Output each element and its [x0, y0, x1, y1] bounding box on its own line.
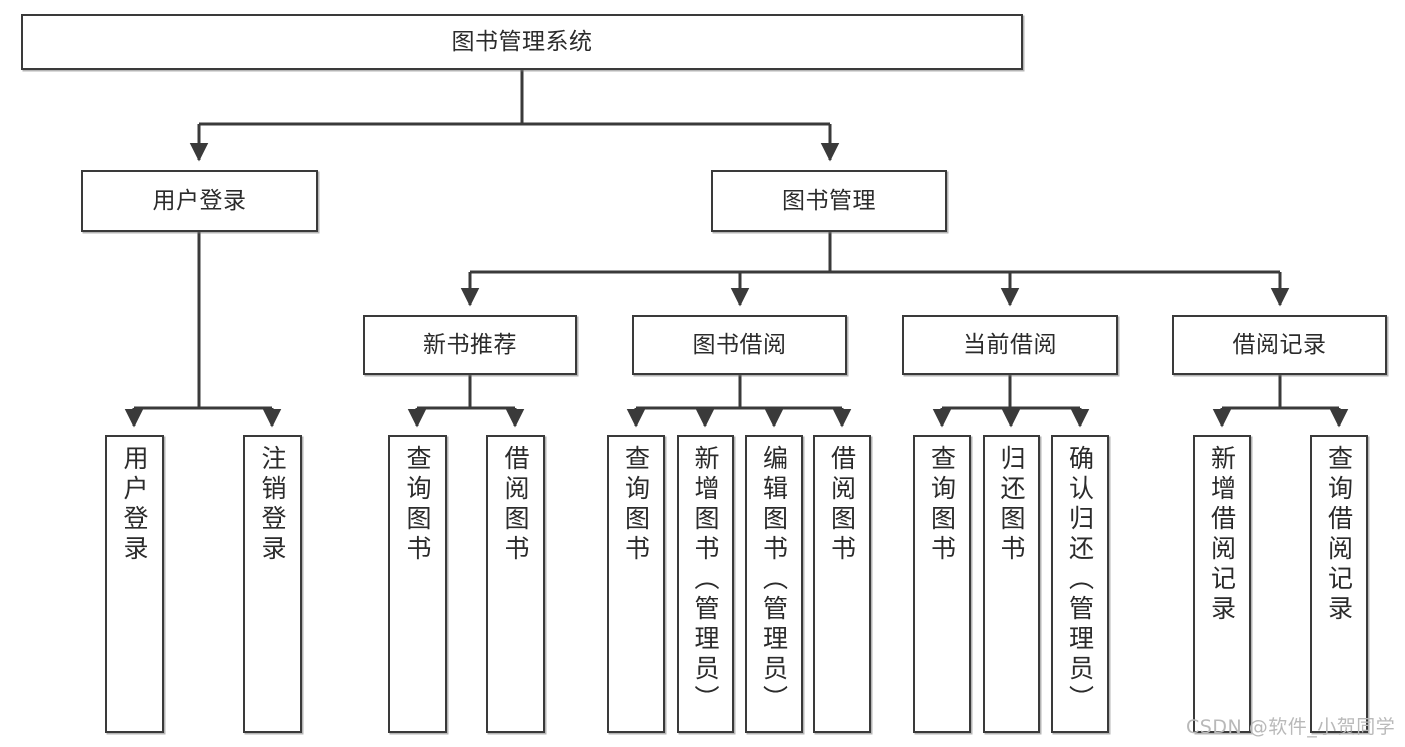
leaf-confirm-return-admin-label: 确认归还（管理员） — [1065, 445, 1095, 715]
node-borrow-record-label: 借阅记录 — [1232, 331, 1327, 358]
node-book-borrow-label: 图书借阅 — [692, 331, 787, 358]
node-current-borrow-label: 当前借阅 — [963, 331, 1057, 358]
leaf-add-book-admin[interactable]: 新增图书（管理员） — [677, 435, 734, 733]
leaf-user-login[interactable]: 用户登录 — [105, 435, 164, 733]
leaf-logout[interactable]: 注销登录 — [243, 435, 302, 733]
leaf-logout-label: 注销登录 — [258, 445, 287, 565]
node-new-book-recommend[interactable]: 新书推荐 — [363, 315, 577, 375]
node-user-login-label: 用户登录 — [152, 187, 247, 214]
leaf-query-borrow-record[interactable]: 查询借阅记录 — [1310, 435, 1368, 733]
leaf-query-book-current[interactable]: 查询图书 — [913, 435, 971, 733]
node-borrow-record[interactable]: 借阅记录 — [1172, 315, 1387, 375]
node-book-borrow[interactable]: 图书借阅 — [632, 315, 847, 375]
leaf-query-book-borrow-label: 查询图书 — [621, 445, 651, 565]
node-root[interactable]: 图书管理系统 — [21, 14, 1023, 70]
node-root-label: 图书管理系统 — [451, 28, 593, 55]
node-book-management[interactable]: 图书管理 — [711, 170, 947, 232]
leaf-borrow-book[interactable]: 借阅图书 — [813, 435, 871, 733]
leaf-borrow-book-recommend-label: 借阅图书 — [501, 445, 530, 565]
node-current-borrow[interactable]: 当前借阅 — [902, 315, 1118, 375]
leaf-borrow-book-label: 借阅图书 — [827, 445, 857, 565]
leaf-query-book-recommend-label: 查询图书 — [403, 445, 432, 565]
leaf-query-borrow-record-label: 查询借阅记录 — [1324, 445, 1354, 625]
leaf-edit-book-admin-label: 编辑图书（管理员） — [759, 445, 789, 715]
leaf-query-book-current-label: 查询图书 — [927, 445, 957, 565]
leaf-query-book-borrow[interactable]: 查询图书 — [607, 435, 665, 733]
leaf-add-borrow-record[interactable]: 新增借阅记录 — [1193, 435, 1251, 733]
node-user-login[interactable]: 用户登录 — [81, 170, 318, 232]
leaf-add-book-admin-label: 新增图书（管理员） — [691, 445, 720, 715]
leaf-borrow-book-recommend[interactable]: 借阅图书 — [486, 435, 545, 733]
leaf-edit-book-admin[interactable]: 编辑图书（管理员） — [745, 435, 803, 733]
node-new-book-recommend-label: 新书推荐 — [423, 331, 517, 358]
leaf-return-book[interactable]: 归还图书 — [983, 435, 1040, 733]
leaf-query-book-recommend[interactable]: 查询图书 — [388, 435, 447, 733]
leaf-user-login-label: 用户登录 — [120, 445, 149, 565]
leaf-add-borrow-record-label: 新增借阅记录 — [1207, 445, 1237, 625]
leaf-return-book-label: 归还图书 — [997, 445, 1026, 565]
leaf-confirm-return-admin[interactable]: 确认归还（管理员） — [1051, 435, 1109, 733]
node-book-management-label: 图书管理 — [782, 187, 876, 214]
